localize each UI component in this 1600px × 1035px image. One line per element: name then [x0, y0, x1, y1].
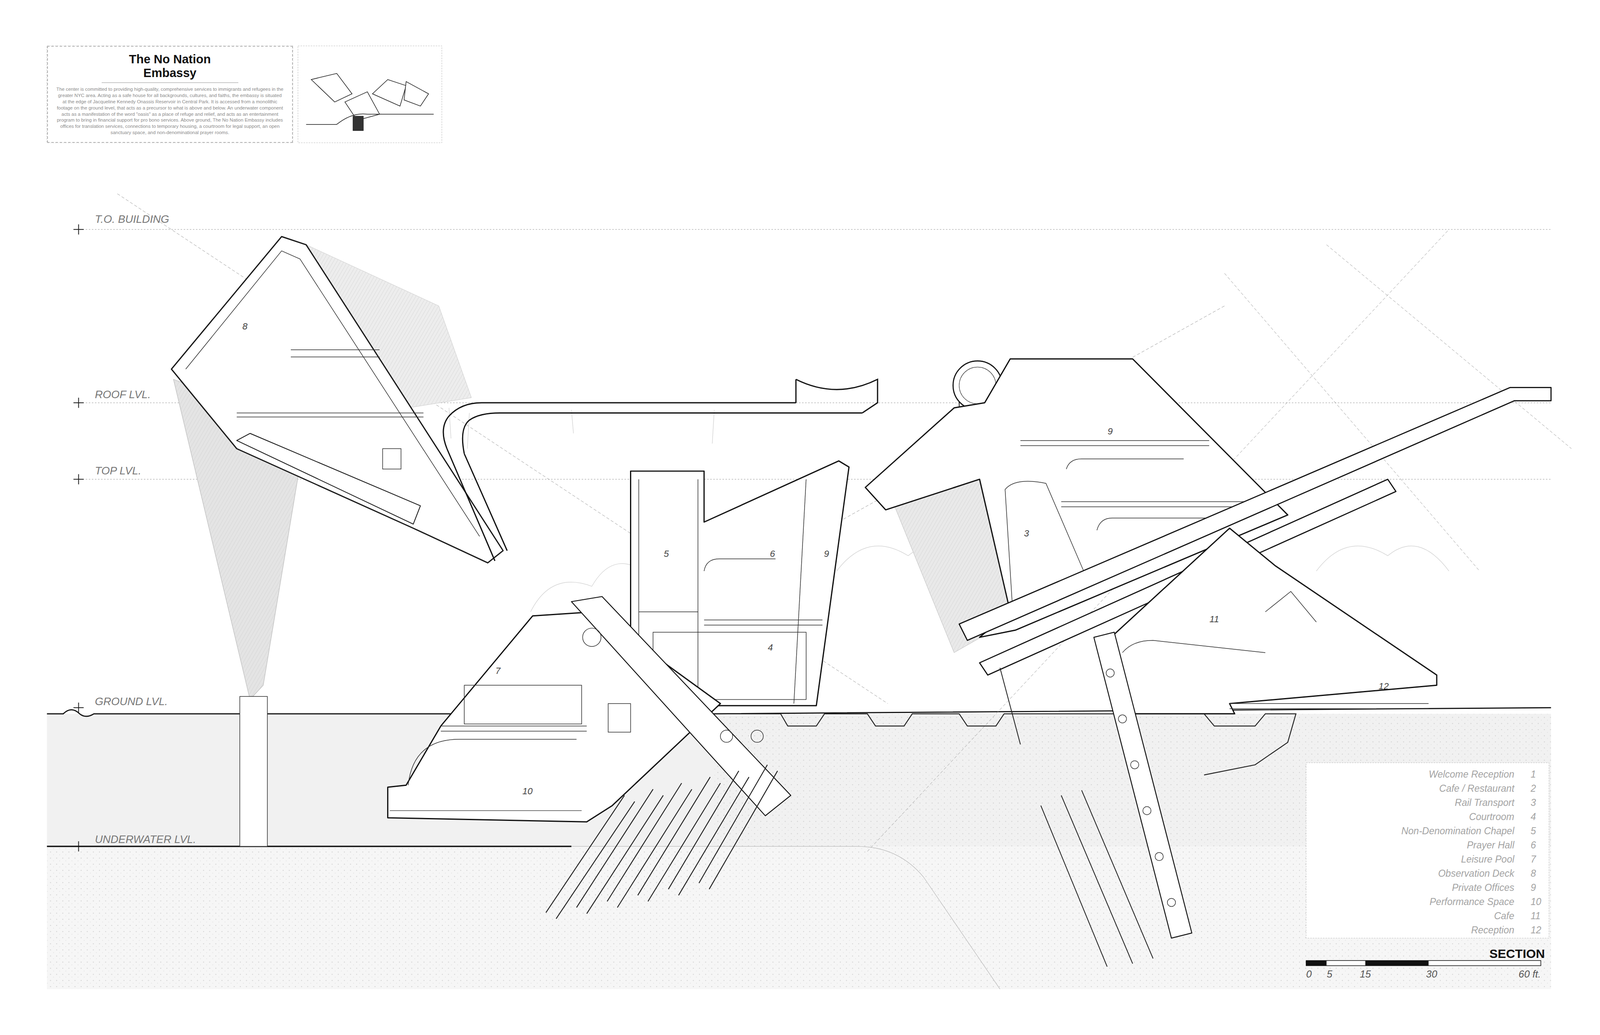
- drawing-label: UNDERWATER LVL.: [95, 833, 197, 847]
- drawing-label: 10: [1530, 896, 1542, 908]
- drawing-label: T.O. BUILDING: [95, 213, 170, 226]
- drawing-label: 60 ft.: [1518, 968, 1541, 981]
- drawing-label: 4: [767, 642, 773, 653]
- drawing-label: Non-Denomination Chapel: [1401, 825, 1515, 837]
- drawing-label: 4: [1530, 811, 1536, 823]
- drawing-label: 8: [1530, 868, 1536, 880]
- drawing-label: Reception: [1471, 925, 1515, 936]
- drawing-label: 7: [1530, 854, 1536, 865]
- drawing-label: 9: [1530, 882, 1536, 894]
- drawing-label: 9: [824, 548, 830, 560]
- drawing-label: Leisure Pool: [1460, 854, 1515, 865]
- drawing-label: 3: [1024, 528, 1030, 539]
- drawing-label: 30: [1426, 968, 1438, 981]
- drawing-label: Cafe / Restaurant: [1439, 783, 1515, 795]
- drawing-label: 11: [1209, 614, 1220, 625]
- drawing-label: 8: [242, 321, 248, 332]
- drawing-label: Observation Deck: [1437, 868, 1515, 880]
- drawing-label: 2: [1530, 783, 1536, 795]
- drawing-label: 5: [1530, 825, 1536, 837]
- drawing-label: 12: [1530, 925, 1542, 936]
- drawing-label: 6: [770, 548, 775, 560]
- drawing-label: ROOF LVL.: [95, 388, 151, 402]
- drawing-label: 6: [1530, 840, 1536, 851]
- drawing-label: Cafe: [1494, 910, 1515, 922]
- drawing-label: 7: [495, 666, 501, 677]
- drawing-label: 11: [1530, 910, 1541, 922]
- drawing-label: 12: [1378, 681, 1389, 693]
- drawing-label: Private Offices: [1452, 882, 1515, 894]
- drawing-label: Courtroom: [1469, 811, 1515, 823]
- panel-body: The center is committed to providing hig…: [56, 86, 284, 136]
- drawing-label: GROUND LVL.: [95, 695, 168, 709]
- drawing-label: 9: [1107, 426, 1113, 437]
- drawing-label: 15: [1359, 968, 1371, 981]
- drawing-label: Welcome Reception: [1428, 769, 1515, 780]
- drawing-label: Rail Transport: [1455, 797, 1515, 809]
- drawing-label: TOP LVL.: [95, 465, 142, 478]
- drawing-label: SECTION: [1489, 947, 1545, 962]
- drawing-label: 3: [1530, 797, 1536, 809]
- drawing-label: 5: [663, 548, 669, 560]
- drawing-label: 1: [1530, 769, 1536, 780]
- drawing-label: 5: [1326, 968, 1333, 981]
- drawing-label: Prayer Hall: [1467, 840, 1515, 851]
- panel-title: The No Nation Embassy: [101, 52, 239, 83]
- drawing-label: 0: [1306, 968, 1312, 981]
- drawing-label: 10: [522, 786, 533, 798]
- text-panel: The No Nation EmbassyThe center is commi…: [47, 45, 293, 143]
- drawing-label: Performance Space: [1429, 896, 1515, 908]
